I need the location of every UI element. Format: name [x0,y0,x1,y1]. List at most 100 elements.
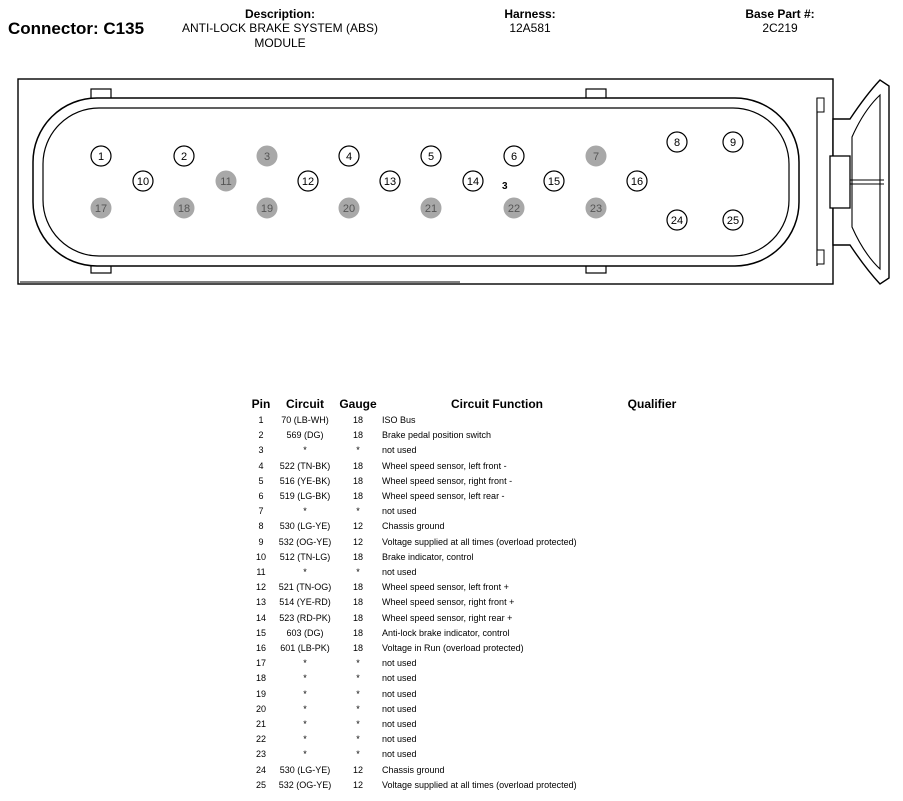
table-row: 19**not used [246,687,692,702]
cell-circuit: * [303,734,307,745]
table-row: 21**not used [246,717,692,732]
pin-5-label: 5 [428,151,434,163]
cell-qualifier [612,611,692,626]
pin-14-label: 14 [467,176,479,188]
cell-gauge: * [356,688,360,699]
cell-qualifier [612,595,692,610]
cell-pin: 17 [255,658,266,669]
latch-arm [851,93,881,271]
col-header-qualifier: Qualifier [627,397,677,411]
pin-17-circle [90,197,112,219]
cell-pin: 6 [258,491,264,502]
cell-gauge: 18 [352,597,363,608]
cell-qualifier [612,732,692,747]
latch-button [829,155,851,209]
cell-pin: 25 [255,779,266,790]
cell-qualifier [612,747,692,762]
cell-pin: 24 [255,764,266,775]
cell-function: not used [382,719,417,730]
cell-function: Wheel speed sensor, left front - [382,460,507,471]
cell-qualifier [612,459,692,474]
pin-11-circle [215,170,237,192]
pin-25-circle [722,209,744,231]
base-part-label: Base Part #: [745,7,815,21]
harness-label: Harness: [504,7,556,21]
cell-gauge: * [356,719,360,730]
connector-id: C135 [103,19,145,38]
pin-21-circle [420,197,442,219]
cell-circuit: * [303,749,307,760]
cell-qualifier [612,763,692,778]
table-header-row: Pin Circuit Gauge Circuit Function Quali… [246,396,692,413]
cell-circuit: * [303,567,307,578]
cell-circuit: 523 (RD-PK) [279,612,331,623]
cell-gauge: 12 [352,536,363,547]
cell-function: Brake pedal position switch [382,430,492,441]
cell-gauge: 18 [352,643,363,654]
cell-pin: 20 [255,703,266,714]
cell-qualifier [612,474,692,489]
pin-19-circle [256,197,278,219]
pin-9-circle [722,131,744,153]
cell-circuit: * [303,658,307,669]
table-row: 23**not used [246,747,692,762]
cell-gauge: 18 [352,430,363,441]
description-line1: ANTI-LOCK BRAKE SYSTEM (ABS) [181,21,379,35]
cell-function: Voltage supplied at all times (overload … [382,536,577,547]
cell-pin: 8 [258,521,264,532]
cell-circuit: * [303,506,307,517]
connector-label: Connector: [8,19,99,38]
table-row: 18**not used [246,671,692,686]
cell-gauge: * [356,658,360,669]
base-part-value: 2C219 [762,21,798,35]
description-label: Description: [244,7,315,21]
pin-2-circle [173,145,195,167]
pin-15-label: 15 [548,176,560,188]
cell-function: ISO Bus [382,415,416,425]
cell-circuit: 519 (LG-BK) [279,491,331,502]
cell-circuit: 569 (DG) [286,430,324,441]
cell-function: not used [382,445,417,456]
latch-notch-top [816,97,825,113]
pin-10-circle [132,170,154,192]
base-part-block: Base Part #: 2C219 [720,7,840,36]
cell-gauge: 12 [352,521,363,532]
pin-17-label: 17 [95,203,107,215]
cell-circuit: 521 (TN-OG) [278,582,332,593]
cell-function: not used [382,749,417,760]
cell-circuit: * [303,688,307,699]
description-block: Description: ANTI-LOCK BRAKE SYSTEM (ABS… [160,7,400,51]
cell-pin: 15 [255,627,266,638]
pin-4-circle [338,145,360,167]
cell-gauge: 18 [352,551,363,562]
pin-9-label: 9 [730,137,736,149]
cell-circuit: 530 (LG-YE) [279,764,331,775]
cell-pin: 3 [258,445,264,456]
cell-function: not used [382,567,417,578]
table-row: 11**not used [246,565,692,580]
cell-qualifier [612,656,692,671]
cell-gauge: 18 [352,627,363,638]
cell-gauge: * [356,703,360,714]
cell-pin: 23 [255,749,266,760]
pin-20-circle [338,197,360,219]
cell-function: Chassis ground [382,764,445,775]
cell-circuit: 70 (LB-WH) [281,415,329,425]
pin-8-label: 8 [674,137,680,149]
cell-qualifier [612,550,692,565]
cell-qualifier [612,519,692,534]
pin-6-label: 6 [511,151,517,163]
cell-function: Wheel speed sensor, left front + [382,582,509,593]
cell-qualifier [612,504,692,519]
cell-pin: 7 [258,506,264,517]
pin-1-label: 1 [98,151,104,163]
cell-qualifier [612,535,692,550]
pin-11-label: 11 [220,176,231,188]
